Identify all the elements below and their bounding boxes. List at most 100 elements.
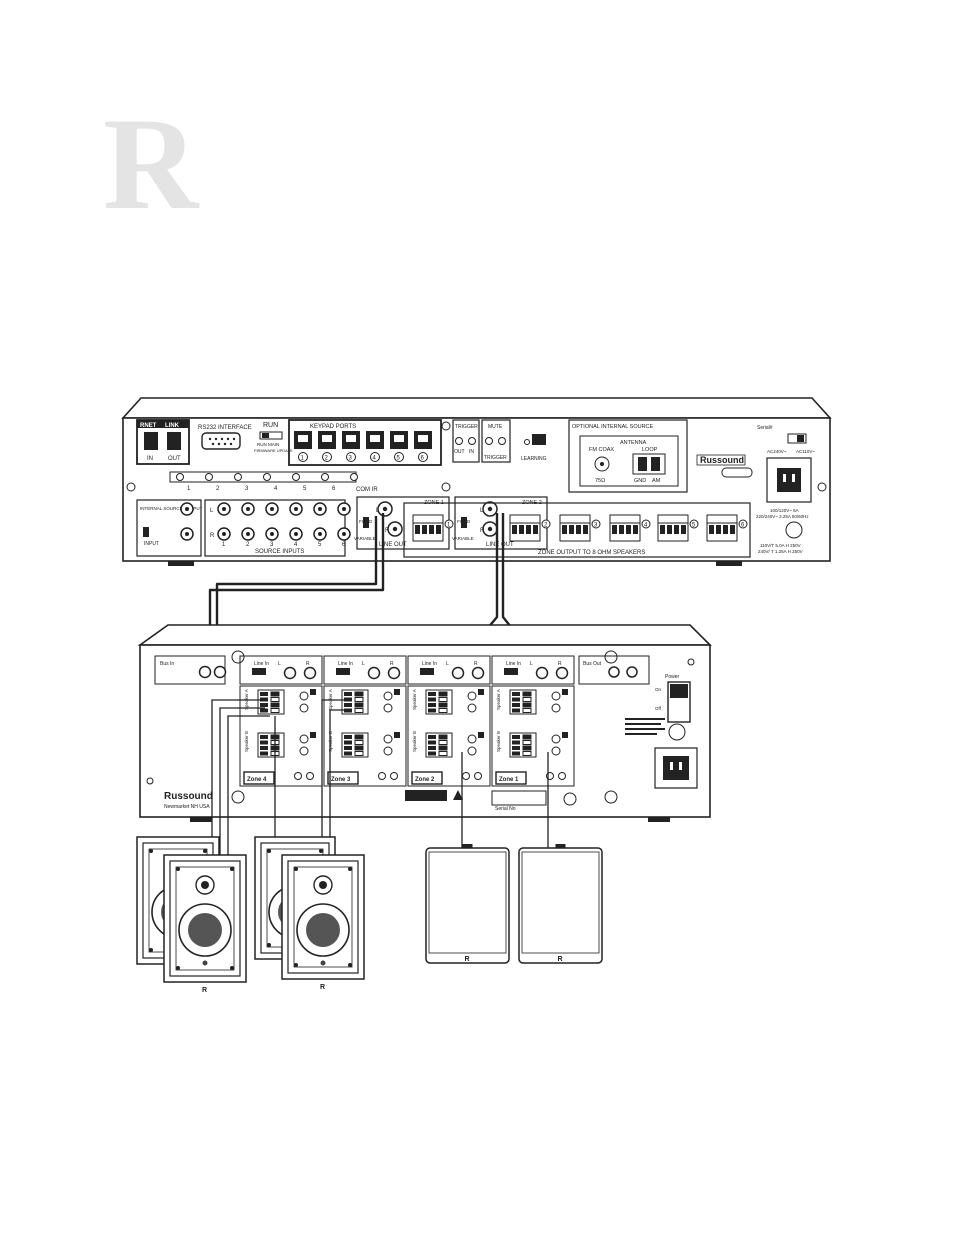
internal-source-label: INTERNAL SOURCE OUTPUT xyxy=(140,506,203,511)
terminal-screw xyxy=(723,525,728,534)
antenna-label: ANTENNA xyxy=(620,440,647,446)
keypad-port-window xyxy=(346,435,356,442)
com-ir-label: COM IR xyxy=(356,487,378,493)
terminal-top xyxy=(609,514,641,524)
ir-jack xyxy=(205,473,213,481)
amp-terminal-screw xyxy=(512,740,520,745)
terminal-block xyxy=(706,522,738,542)
source-input-number: 2 xyxy=(246,542,250,548)
gnd-label: GND xyxy=(634,478,646,484)
amp-speaker-a-label: Speaker A xyxy=(496,689,501,710)
amp-switch xyxy=(478,689,484,695)
amp-terminal-screw xyxy=(354,702,364,708)
amp-r-label: R xyxy=(306,661,310,667)
bus-in-label: Bus In xyxy=(160,661,174,667)
speaker-logo: R xyxy=(558,956,563,963)
amp-terminal-screw xyxy=(354,734,364,740)
terminal-block xyxy=(657,522,689,542)
keypad-port-number: 3 xyxy=(349,456,353,462)
ir-jack-number: 2 xyxy=(216,486,220,492)
terminal-screw xyxy=(612,525,617,534)
ir-jack-number: 3 xyxy=(245,486,249,492)
ac240-label: AC240V~ xyxy=(767,449,787,454)
source-jack-right-pin xyxy=(222,532,226,536)
fuse-rating-1: 110V/T 5.0A H 250V xyxy=(760,543,801,548)
ir-jack-number: 1 xyxy=(187,486,191,492)
amp-line-in-jack-l xyxy=(535,666,549,680)
amp-terminal-screw xyxy=(438,708,448,713)
terminal-screw xyxy=(533,525,538,534)
optional-source-label: OPTIONAL INTERNAL SOURCE xyxy=(572,424,654,430)
terminal-screw xyxy=(667,525,672,534)
amp-line-in-switch xyxy=(252,668,266,675)
amp-terminal-screw xyxy=(438,697,448,702)
speaker-logo: R xyxy=(320,984,325,991)
amp-trigger-jack xyxy=(378,772,386,780)
speaker-screw xyxy=(203,849,207,853)
source-jack-right-pin xyxy=(342,532,346,536)
amp-terminal-screw xyxy=(270,708,280,713)
fuse-rating-2: 240V/ T 1.25A H 250V xyxy=(758,549,803,554)
amp-line-in-panel xyxy=(323,655,407,685)
amp-terminal-screw xyxy=(438,734,448,740)
amp-line-in-label: Line In xyxy=(506,661,521,667)
amp-terminal-screw xyxy=(344,692,352,696)
speaker-screw xyxy=(176,966,180,970)
keypad-port-number-ring xyxy=(394,452,404,462)
keypad-port-number: 4 xyxy=(373,456,377,462)
terminal-top xyxy=(657,514,689,524)
outdoor-speaker-grille xyxy=(521,851,600,954)
terminal-number: 6 xyxy=(741,523,745,529)
amp-line-in-switch xyxy=(504,668,518,675)
amp-terminal-screw xyxy=(522,691,532,697)
amp-l-label: L xyxy=(530,661,533,667)
amp-terminal-screw xyxy=(344,735,352,739)
ir-jack-number: 6 xyxy=(332,486,336,492)
speaker-screw xyxy=(267,943,271,947)
ir-jack xyxy=(321,473,329,481)
amp-terminal-screw xyxy=(354,745,364,751)
amp-line-in-panel xyxy=(407,655,491,685)
amp-terminal-screw xyxy=(428,746,436,750)
terminal-number-ring xyxy=(641,519,651,529)
amp-terminal-screw xyxy=(438,745,448,751)
terminal-screw xyxy=(633,525,638,534)
zone1-l-label: L xyxy=(376,508,380,514)
amp-terminal-screw xyxy=(512,697,520,702)
zone1-line-out-label: LINE OUT xyxy=(379,542,407,548)
amp-terminal-screw xyxy=(512,751,520,756)
amp-terminal-screw xyxy=(512,692,520,696)
source-jack-left-pin xyxy=(294,507,298,511)
amplifier-power-label: Power xyxy=(665,674,680,680)
amplifier-location: Newmarket NH USA xyxy=(164,804,210,810)
speaker-screw xyxy=(348,867,352,871)
speaker-tweeter-dome xyxy=(319,881,327,889)
terminal-top xyxy=(412,514,444,524)
amp-knob xyxy=(383,691,393,701)
amp-knob xyxy=(467,734,477,744)
terminal-number-ring xyxy=(738,519,748,529)
optional-source-panel: OPTIONAL INTERNAL SOURCE ANTENNA FM COAX… xyxy=(568,419,688,493)
amp-terminal-screw xyxy=(522,702,532,708)
learning-label: LEARNING xyxy=(521,456,547,462)
amp-line-in-jack-r xyxy=(471,666,485,680)
amp-line-in-panel xyxy=(239,655,323,685)
run-switch xyxy=(259,431,283,440)
terminal-number: 4 xyxy=(644,523,648,529)
keypad-port-window xyxy=(322,435,332,442)
amp-line-in-jack-r xyxy=(303,666,317,680)
amp-line-in-switch xyxy=(336,668,350,675)
zone1-variable-label: VARIABLE xyxy=(354,536,376,541)
amp-terminal-screw xyxy=(354,708,364,713)
source-jack-right-pin xyxy=(270,532,274,536)
source-jack-right-pin xyxy=(294,532,298,536)
mute-trigger-label: TRIGGER xyxy=(484,455,507,461)
speaker-screw xyxy=(230,966,234,970)
outdoor-speaker-mount xyxy=(555,844,566,849)
terminal-screw xyxy=(519,525,524,534)
bus-out-label: Bus Out xyxy=(583,661,602,667)
keypad-port-number: 5 xyxy=(397,456,401,462)
